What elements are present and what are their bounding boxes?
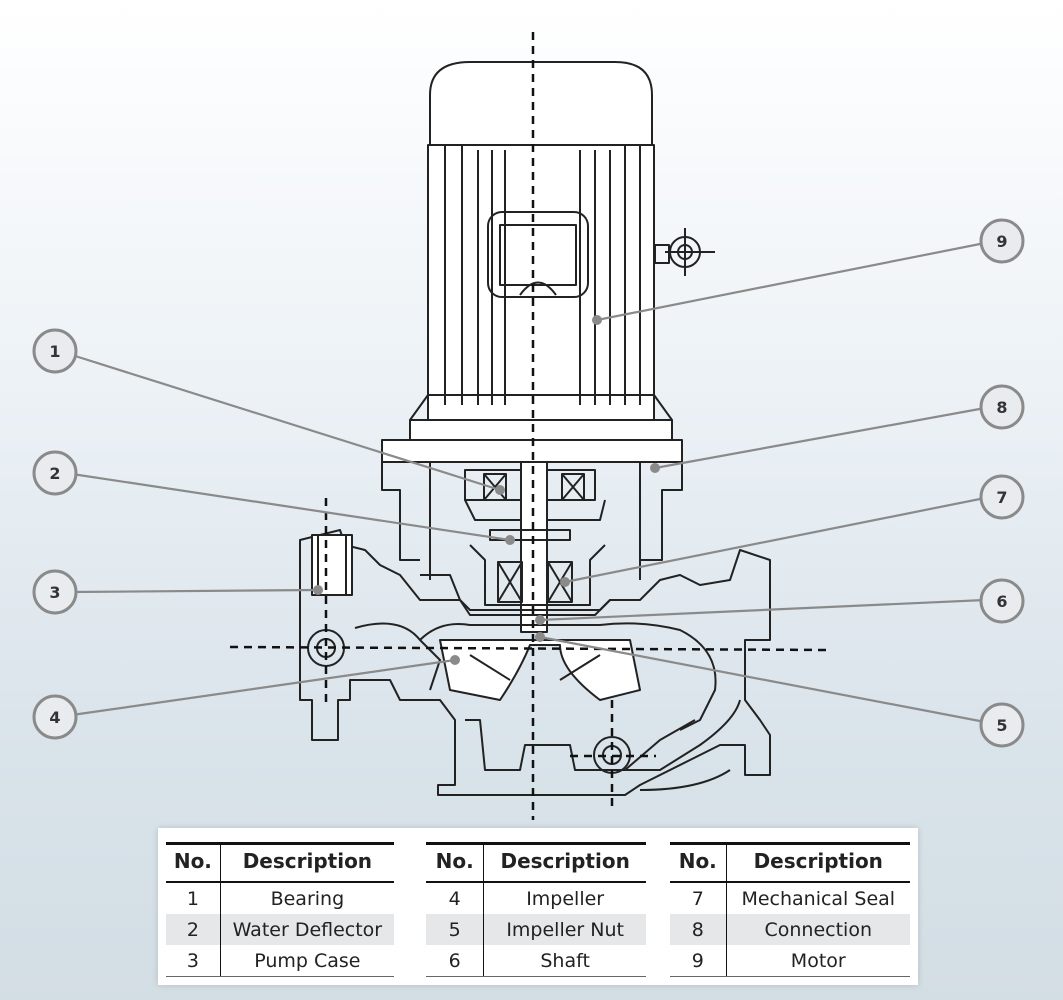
callout-9: 9	[979, 218, 1025, 264]
svg-text:2: 2	[49, 464, 60, 483]
legend-header-no: No.	[426, 843, 485, 883]
legend-description: Pump Case	[220, 945, 394, 977]
pump-case-drawing	[299, 529, 771, 796]
connection-drawing	[381, 419, 683, 633]
legend-description: Mechanical Seal	[741, 887, 896, 910]
legend-no: 7	[670, 882, 727, 914]
svg-text:1: 1	[49, 342, 60, 361]
legend-no: 5	[426, 914, 485, 945]
legend-description: Impeller Nut	[483, 914, 646, 945]
svg-text:7: 7	[996, 488, 1007, 507]
legend-description: Shaft	[483, 945, 646, 977]
table-row: 4 Impeller	[426, 882, 646, 914]
leader-dots	[313, 315, 660, 665]
legend-no: 1	[166, 882, 221, 914]
svg-text:9: 9	[996, 232, 1007, 251]
legend-header-description: Description	[726, 843, 910, 883]
leader-lines	[71, 241, 986, 724]
legend-no: 3	[166, 945, 221, 977]
table-row: 7 Mechanical Seal	[670, 882, 910, 914]
callout-1: 1	[32, 328, 78, 374]
motor-drawing	[409, 61, 715, 421]
callout-5: 5	[979, 702, 1025, 748]
legend-header-description: Description	[483, 843, 646, 883]
svg-text:3: 3	[49, 583, 60, 602]
legend-header-description: Description	[220, 843, 394, 883]
callout-4: 4	[32, 694, 78, 740]
callout-2: 2	[32, 450, 78, 496]
legend-no: 6	[426, 945, 485, 977]
legend-description: Bearing	[270, 887, 345, 910]
callout-3: 3	[32, 569, 78, 615]
legend-header-no: No.	[166, 843, 221, 883]
legend-description: Motor	[726, 945, 910, 977]
svg-text:5: 5	[996, 716, 1007, 735]
svg-text:4: 4	[49, 708, 60, 727]
callout-7: 7	[979, 474, 1025, 520]
svg-text:8: 8	[996, 398, 1007, 417]
legend-no: 4	[426, 882, 485, 914]
legend-no: 2	[166, 914, 221, 945]
legend-no: 8	[670, 914, 727, 945]
legend-description: Connection	[726, 914, 910, 945]
legend-header-no: No.	[670, 843, 727, 883]
legend-description: Impeller	[526, 887, 605, 910]
callout-8: 8	[979, 384, 1025, 430]
centerlines	[229, 32, 831, 820]
callout-6: 6	[979, 578, 1025, 624]
table-row: 1 Bearing	[166, 882, 394, 914]
legend-description: Water Deflector	[220, 914, 394, 945]
legend-no: 9	[670, 945, 727, 977]
svg-text:6: 6	[996, 592, 1007, 611]
